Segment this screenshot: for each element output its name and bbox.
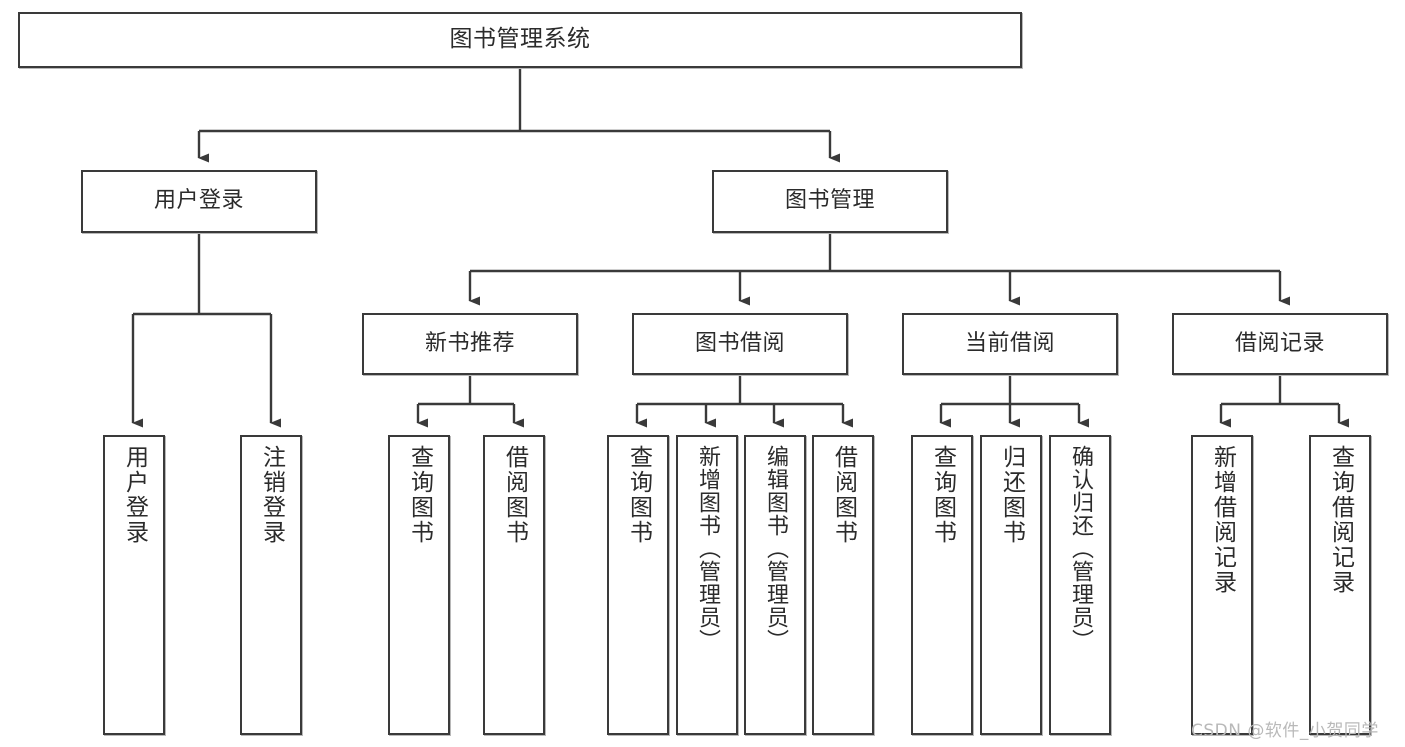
leaf-logout[interactable]: 注销登录 [240,435,302,735]
node-label: 图书借阅 [694,330,785,356]
node-label: 图书管理系统 [449,26,591,53]
node-borrowing-record[interactable]: 借阅记录 [1172,313,1388,375]
node-label: 当前借阅 [964,330,1055,356]
leaf-query-book-current[interactable]: 查询图书 [911,435,973,735]
node-book-borrowing[interactable]: 图书借阅 [632,313,848,375]
node-label: 用户登录 [121,445,148,545]
leaf-add-book-admin[interactable]: 新增图书（管理员） [676,435,738,735]
node-label: 新书推荐 [424,330,515,356]
node-label: 查询图书 [625,445,652,545]
node-label: 编辑图书（管理员） [763,445,788,652]
node-label: 借阅记录 [1234,330,1325,356]
leaf-query-book-new[interactable]: 查询图书 [388,435,450,735]
node-label: 图书管理 [784,188,875,214]
node-label: 查询图书 [406,445,433,545]
leaf-borrow-book[interactable]: 借阅图书 [812,435,874,735]
node-label: 新增借阅记录 [1209,445,1236,595]
node-label: 确认归还（管理员） [1068,445,1093,652]
node-label: 借阅图书 [501,445,528,545]
node-new-book-recommendation[interactable]: 新书推荐 [362,313,578,375]
node-label: 归还图书 [998,445,1025,545]
leaf-return-book[interactable]: 归还图书 [980,435,1042,735]
node-current-borrowing[interactable]: 当前借阅 [902,313,1118,375]
leaf-query-book-borrow[interactable]: 查询图书 [607,435,669,735]
watermark: CSDN @软件_小贺同学 [1191,721,1379,741]
leaf-user-login[interactable]: 用户登录 [103,435,165,735]
leaf-query-borrow-record[interactable]: 查询借阅记录 [1309,435,1371,735]
leaf-borrow-book-new[interactable]: 借阅图书 [483,435,545,735]
leaf-confirm-return-admin[interactable]: 确认归还（管理员） [1049,435,1111,735]
node-label: 新增图书（管理员） [695,445,720,652]
leaf-add-borrow-record[interactable]: 新增借阅记录 [1191,435,1253,735]
node-root-library-system[interactable]: 图书管理系统 [18,12,1022,68]
node-book-management[interactable]: 图书管理 [712,170,948,233]
node-label: 借阅图书 [830,445,857,545]
node-label: 查询图书 [929,445,956,545]
node-user-login[interactable]: 用户登录 [81,170,317,233]
node-label: 查询借阅记录 [1327,445,1354,595]
node-label: 用户登录 [153,188,244,214]
leaf-edit-book-admin[interactable]: 编辑图书（管理员） [744,435,806,735]
node-label: 注销登录 [258,445,285,545]
